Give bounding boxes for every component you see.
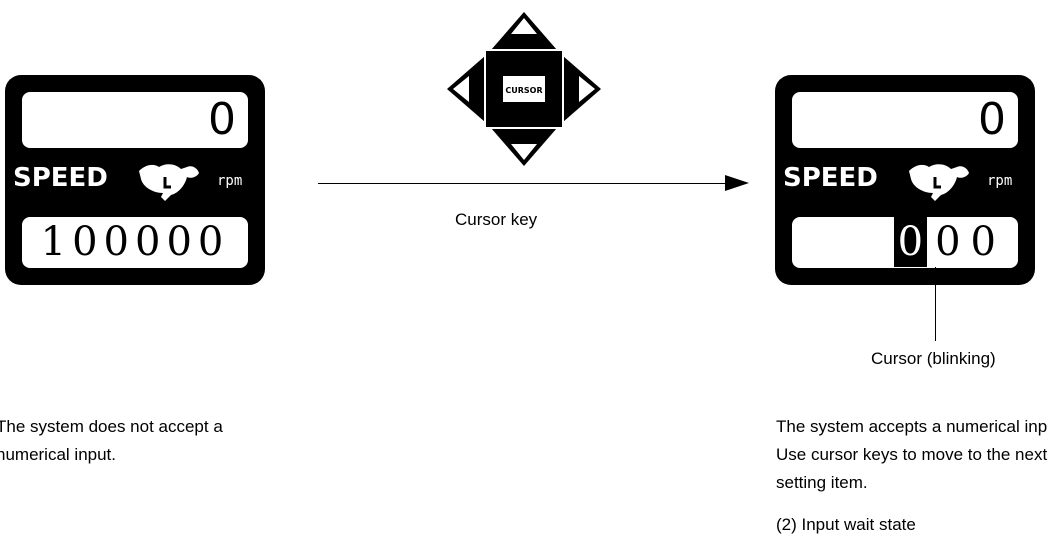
cursor-annotation: Cursor (blinking): [871, 349, 996, 368]
left-speed-band: SPEED rpm: [5, 157, 265, 207]
left-caption-line-1: The system does not accept a: [0, 417, 223, 436]
cursor-key-caption: Cursor key: [455, 210, 538, 229]
right-caption-line-1: The system accepts a numerical inp: [776, 417, 1048, 436]
right-top-display: 0: [789, 89, 1021, 151]
transition-arrow-line: [318, 183, 730, 184]
right-bottom-rest: 00: [935, 219, 1006, 265]
cursor-up-tip: [511, 18, 537, 34]
right-caption-line-2: Use cursor keys to move to the next: [776, 445, 1048, 464]
right-caption-line-3: setting item.: [776, 473, 868, 492]
transition-arrowhead: [725, 175, 749, 191]
right-unit-label: rpm: [987, 173, 1013, 189]
left-caption: The system does not accept a numerical i…: [0, 413, 223, 469]
left-speed-label: SPEED: [13, 163, 108, 193]
rabbit-icon: [139, 164, 199, 201]
blinking-cursor-digit: 0: [893, 217, 928, 267]
right-speed-label: SPEED: [783, 163, 878, 193]
left-caption-line-2: numerical input.: [0, 445, 117, 464]
cursor-left-tip: [453, 76, 469, 102]
cursor-right-tip: [579, 76, 595, 102]
left-unit-label: rpm: [217, 173, 243, 189]
left-bottom-value: 100000: [22, 217, 248, 268]
left-top-value: 0: [22, 92, 248, 148]
left-bottom-display: 100000: [19, 214, 251, 271]
right-caption: The system accepts a numerical inp Use c…: [776, 413, 1047, 539]
left-top-display: 0: [19, 89, 251, 151]
right-speed-band: SPEED rpm: [775, 157, 1035, 207]
rabbit-icon: [909, 164, 969, 201]
cursor-down-tip: [511, 144, 537, 160]
cursor-pointer-line: [935, 267, 936, 341]
cursor-center-face: [503, 76, 545, 102]
left-display-panel: 0 SPEED rpm 100000: [5, 75, 265, 285]
right-top-value: 0: [792, 92, 1018, 148]
cursor-key-pad[interactable]: CURSOR: [445, 10, 603, 168]
state-label: (2) Input wait state: [776, 515, 916, 534]
cursor-pad-label: CURSOR: [505, 86, 542, 95]
